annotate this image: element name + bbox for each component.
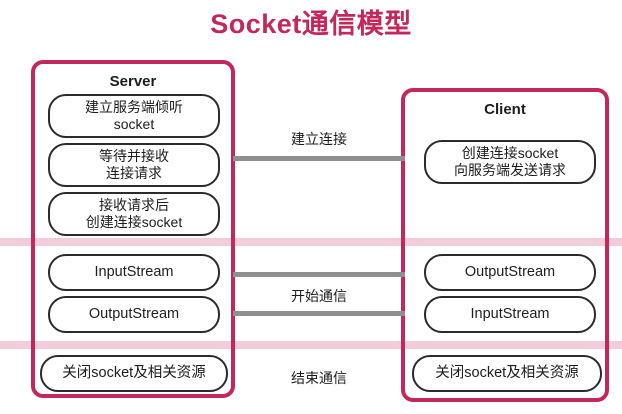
phase-band-communication-end [0,341,622,349]
phase-label-end-communication: 结束通信 [291,370,347,386]
server-step-input-stream[interactable]: InputStream [48,254,220,291]
phase-label-establish-connection: 建立连接 [291,131,347,147]
server-panel-title: Server [109,73,157,90]
server-panel: Server [31,60,235,398]
connector-stream-lower [233,311,405,316]
phase-label-start-communication: 开始通信 [291,288,347,304]
phase-band-communication-start [0,238,622,246]
client-step-create-socket-send-request[interactable]: 创建连接socket 向服务端发送请求 [424,140,596,184]
server-step-output-stream[interactable]: OutputStream [48,296,220,333]
server-step-create-listen-socket[interactable]: 建立服务端倾听 socket [48,94,220,138]
client-panel-title: Client [484,101,526,118]
connector-stream-upper [233,272,405,277]
server-step-close-socket[interactable]: 关闭socket及相关资源 [40,355,228,392]
client-panel: Client [401,88,609,402]
page-title: Socket通信模型 [210,9,412,39]
client-step-output-stream[interactable]: OutputStream [424,254,596,291]
connector-establish-connection [233,156,405,161]
server-step-create-connection-socket[interactable]: 接收请求后 创建连接socket [48,192,220,236]
server-step-wait-accept-request[interactable]: 等待并接收 连接请求 [48,143,220,187]
client-step-close-socket[interactable]: 关闭socket及相关资源 [412,355,602,392]
client-step-input-stream[interactable]: InputStream [424,296,596,333]
